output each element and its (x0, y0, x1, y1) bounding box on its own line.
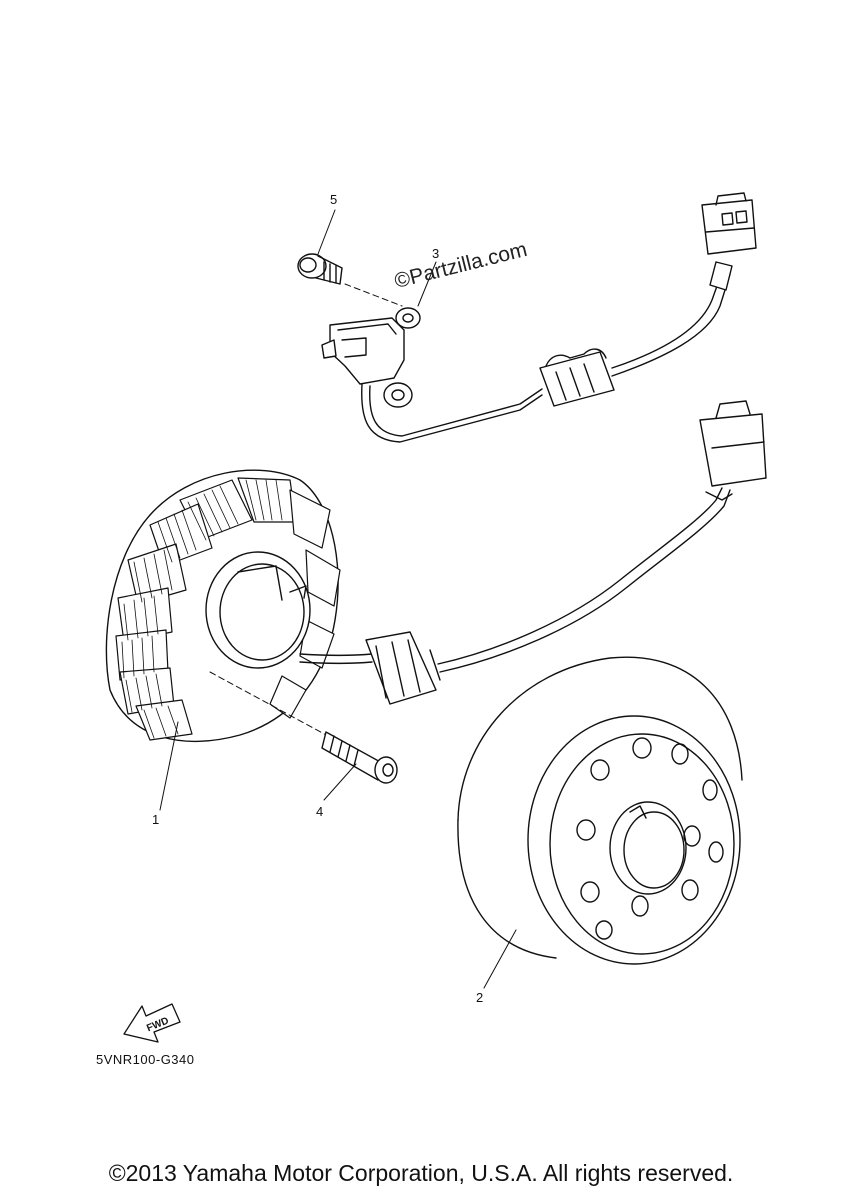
callout-3: 3 (432, 246, 440, 261)
part-code-label: 5VNR100-G340 (96, 1052, 195, 1067)
callout-leaders (159, 209, 517, 989)
bolt-4 (321, 731, 398, 784)
pickup-coil-assembly (321, 192, 757, 443)
copyright-notice: ©2013 Yamaha Motor Corporation, U.S.A. A… (108, 1160, 734, 1186)
flywheel-rotor (457, 656, 743, 965)
callout-2: 2 (476, 990, 484, 1005)
bolt-5 (297, 253, 343, 285)
stator-assembly (105, 400, 767, 743)
callout-4: 4 (316, 804, 324, 819)
callout-5: 5 (330, 192, 338, 207)
fwd-arrow-icon: FWD (123, 1003, 181, 1043)
callout-1: 1 (152, 812, 160, 827)
